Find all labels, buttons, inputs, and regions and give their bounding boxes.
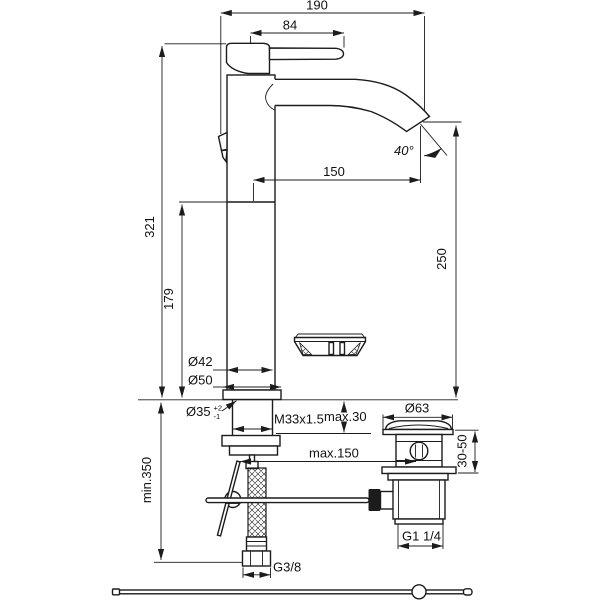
leader-line — [221, 400, 237, 412]
angle-arc — [423, 147, 442, 158]
waste-seal-washer — [387, 472, 449, 481]
hose-hex-nut — [241, 550, 272, 567]
dim-spout-angle: 40° — [394, 123, 448, 183]
popup-waste-assembly — [381, 420, 457, 525]
waste-lower-flange — [381, 466, 457, 475]
dim-hole-diameter-label: Ø35 — [186, 404, 211, 419]
dim-deck-thickness: max.30 — [324, 401, 367, 433]
dim-clearance-height: 250 — [423, 121, 462, 398]
horizontal-pull-rod — [205, 497, 370, 504]
dim-supply-thread: G3/8 — [242, 560, 301, 578]
dim-hose-length: min.350 — [139, 402, 243, 563]
dim-total-projection-label: 190 — [306, 0, 328, 13]
dim-total-projection: 190 — [220, 0, 425, 134]
dim-waste-cap-diameter: Ø63 — [382, 401, 453, 429]
spout-fill — [272, 79, 430, 132]
dim-base-diameter-label: Ø50 — [188, 373, 213, 388]
rod-right-cap — [462, 588, 473, 596]
waste-screw — [409, 441, 429, 461]
hose-crimp-collar — [245, 536, 268, 552]
dim-hole-diameter: Ø35 +2 -1 — [186, 400, 237, 421]
rod-ball — [411, 584, 427, 600]
dim-waste-deck-range-label: 30-50 — [455, 434, 470, 467]
base-plate — [222, 389, 282, 401]
dim-hole-tol-minus: -1 — [214, 412, 221, 421]
dimension-annotations: 190 84 150 40° 250 — [139, 0, 479, 578]
bracket-slot — [328, 341, 335, 356]
dim-spout-height: 179 — [161, 201, 227, 398]
spout-junction-curve — [265, 83, 275, 111]
mounting-washer — [221, 434, 281, 447]
spout-outline — [275, 78, 431, 133]
dim-waste-thread-label: G1 1/4 — [402, 529, 441, 544]
handle-lever — [268, 47, 345, 61]
dim-shank-thread-label: M33x1.5 — [274, 412, 324, 427]
body-rear-tab-tip — [220, 149, 228, 164]
mounting-deck — [138, 399, 458, 434]
dim-base-diameter: Ø50 — [188, 373, 281, 391]
dim-rod-length: max.150 — [240, 446, 416, 465]
faucet-body-column — [226, 74, 276, 391]
dim-hole-tol-plus: +2 — [214, 404, 223, 413]
dim-spout-projection: 150 — [253, 164, 421, 201]
dim-handle-length-label: 84 — [283, 18, 297, 33]
angle-stream-line — [420, 123, 448, 156]
dim-waste-deck-range: 30-50 — [455, 429, 479, 474]
bracket-slot — [339, 341, 346, 356]
spare-popup-rod — [111, 584, 473, 600]
waste-tailpiece — [392, 479, 446, 520]
dim-hose-length-label: min.350 — [139, 457, 154, 503]
rod-left-cap — [111, 588, 121, 596]
dim-total-height: 321 — [142, 43, 226, 398]
mounting-nut — [228, 445, 279, 456]
dim-shank-thread: M33x1.5 — [233, 412, 324, 433]
body-rear-tab — [217, 131, 228, 152]
dim-waste-cap-diameter-label: Ø63 — [405, 401, 430, 416]
bracket-left-wedge — [299, 342, 313, 355]
dim-spout-projection-label: 150 — [323, 164, 345, 179]
dim-body-diameter: Ø42 — [188, 354, 273, 374]
dim-waste-thread: G1 1/4 — [397, 524, 444, 550]
dim-body-diameter-label: Ø42 — [188, 354, 213, 369]
pull-rod-knob — [368, 489, 381, 511]
faucet-body-drawing — [217, 42, 431, 401]
waste-flange — [382, 428, 454, 436]
dim-supply-thread-label: G3/8 — [273, 560, 301, 575]
dim-spout-angle-label: 40° — [394, 143, 414, 158]
dim-clearance-height-label: 250 — [434, 248, 449, 270]
dim-deck-thickness-label: max.30 — [324, 409, 367, 424]
dim-spout-height-label: 179 — [161, 288, 176, 310]
dim-total-height-label: 321 — [142, 216, 157, 238]
fixing-bracket-part — [293, 333, 367, 357]
dim-rod-length-label: max.150 — [309, 446, 359, 461]
bracket-right-wedge — [347, 342, 361, 355]
dim-handle-length: 84 — [250, 18, 345, 48]
waste-cap-inner-curve — [388, 424, 449, 429]
handle-cap — [225, 42, 271, 75]
waste-bottom-ring — [394, 518, 444, 525]
